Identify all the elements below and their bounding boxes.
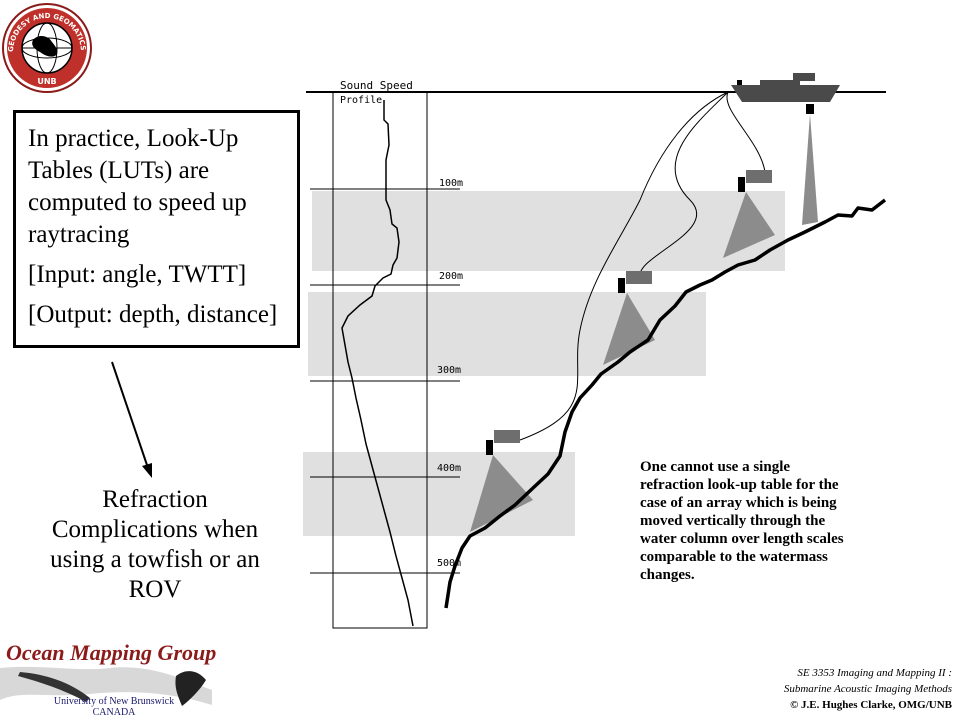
depth-label-400: 400m (437, 463, 461, 474)
university-line2: CANADA (92, 707, 136, 718)
sound-speed-curve (341, 100, 414, 627)
profile-title-line2: Profile (340, 95, 382, 106)
university-name: University of New Brunswick CANADA (44, 696, 184, 718)
course-footer: SE 3353 Imaging and Mapping II : Submari… (784, 665, 952, 713)
towfish-2 (603, 271, 655, 365)
course-line1: SE 3353 Imaging and Mapping II : (797, 667, 952, 679)
watermass-band-3 (303, 452, 575, 536)
depth-label-500: 500m (437, 558, 461, 569)
ship-icon (731, 73, 840, 114)
caption-left: Refraction Complications when using a to… (50, 486, 260, 603)
university-line1: University of New Brunswick (53, 696, 175, 707)
tow-cable-2 (639, 91, 729, 276)
pointer-arrow (111, 361, 149, 469)
depth-label-300: 300m (437, 365, 461, 376)
depth-label-100: 100m (439, 178, 463, 189)
hull-sonar-cone (802, 114, 818, 225)
towfish-1 (723, 170, 775, 258)
info-box-input: [Input: angle, TWTT] (28, 261, 247, 288)
omg-logo-graphic (0, 666, 212, 706)
tow-cable-3 (519, 91, 729, 441)
copyright-line: © J.E. Hughes Clarke, OMG/UNB (790, 699, 952, 711)
depth-label-200: 200m (439, 271, 463, 282)
info-box-text: In practice, Look-Up Tables (LUTs) are c… (28, 125, 247, 248)
omg-title: Ocean Mapping Group (6, 640, 217, 665)
info-box-output: [Output: depth, distance] (28, 301, 278, 328)
caption-right: One cannot use a single refraction look-… (640, 459, 844, 583)
logo-bottom-text: UNB (37, 77, 56, 86)
info-box: In practice, Look-Up Tables (LUTs) are c… (13, 110, 300, 348)
course-line2: Submarine Acoustic Imaging Methods (783, 683, 952, 695)
seafloor-profile (444, 198, 887, 609)
towfish-3 (470, 430, 533, 532)
unb-logo: GEODESY AND GEOMATICS ENGINEERING UNB (0, 0, 92, 93)
pointer-arrowhead (142, 463, 152, 478)
watermass-band-1 (312, 191, 785, 271)
tow-cable-1 (726, 91, 766, 173)
profile-title-line1: Sound Speed (340, 79, 413, 92)
